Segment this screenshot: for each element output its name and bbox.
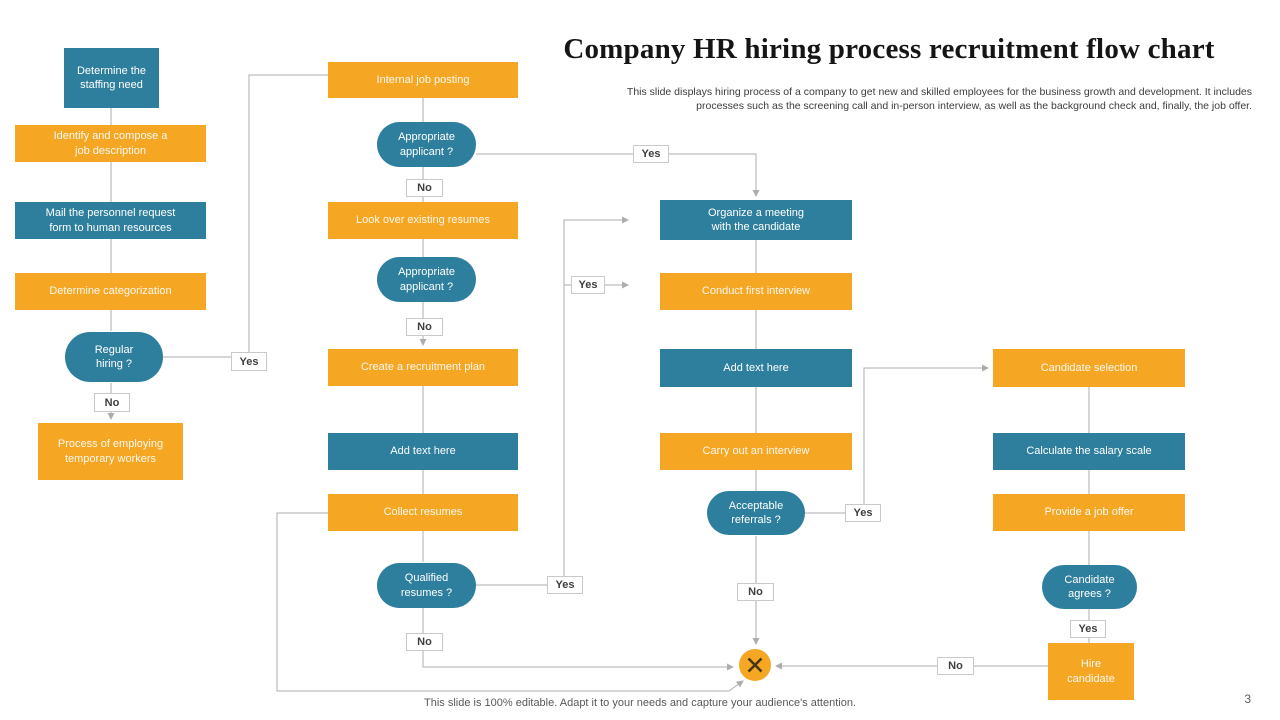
node-create-recruitment-plan: Create a recruitment plan <box>328 349 518 386</box>
node-mail-personnel-request: Mail the personnel request form to human… <box>15 202 206 239</box>
decision-label-hire-candidate-no: No <box>937 657 974 675</box>
node-appropriate-applicant-1: Appropriate applicant ? <box>377 122 476 167</box>
decision-label-appropriate-applicant-1-no: No <box>406 179 443 197</box>
connector-line <box>422 608 734 671</box>
node-candidate-agrees: Candidate agrees ? <box>1042 565 1137 609</box>
node-look-over-existing-resumes: Look over existing resumes <box>328 202 518 239</box>
connector-line <box>476 153 760 197</box>
node-candidate-selection: Candidate selection <box>993 349 1185 387</box>
end-terminator <box>739 649 771 681</box>
node-label: Internal job posting <box>376 73 470 86</box>
node-label: Identify and compose a job description <box>53 130 168 157</box>
node-appropriate-applicant-2: Appropriate applicant ? <box>377 257 476 302</box>
decision-label-conduct-interview-yes: Yes <box>571 276 605 294</box>
page-number: 3 <box>1244 692 1251 706</box>
node-add-text-here-1: Add text here <box>328 433 518 470</box>
x-mark-icon <box>739 649 771 681</box>
connector-line <box>476 216 629 586</box>
node-label: Add text here <box>390 445 456 458</box>
node-qualified-resumes: Qualified resumes ? <box>377 563 476 608</box>
node-label: Collect resumes <box>383 506 463 519</box>
node-internal-job-posting: Internal job posting <box>328 62 518 98</box>
node-label: Conduct first interview <box>701 285 811 298</box>
decision-label-qualified-resumes-no: No <box>406 633 443 651</box>
slide-footer-note: This slide is 100% editable. Adapt it to… <box>424 697 856 709</box>
decision-label-acceptable-referrals-yes: Yes <box>845 504 881 522</box>
node-label: Create a recruitment plan <box>360 361 486 374</box>
node-determine-staffing-need: Determine the staffing need <box>64 48 159 108</box>
node-label: Organize a meeting with the candidate <box>708 206 804 233</box>
connector-line <box>804 364 989 514</box>
node-label: Qualified resumes ? <box>400 572 453 599</box>
node-label: Regular hiring ? <box>94 343 134 370</box>
decision-label-appropriate-applicant-1-yes: Yes <box>633 145 669 163</box>
node-acceptable-referrals: Acceptable referrals ? <box>707 491 805 535</box>
node-carry-out-interview: Carry out an interview <box>660 433 852 470</box>
node-label: Hire candidate <box>1067 658 1115 685</box>
decision-label-regular-hiring-no: No <box>94 393 130 412</box>
node-label: Appropriate applicant ? <box>398 266 455 293</box>
slide-subtitle: This slide displays hiring process of a … <box>626 86 1252 113</box>
slide-title: Company HR hiring process recruitment fl… <box>563 33 1215 65</box>
node-label: Process of employing temporary workers <box>57 438 164 465</box>
node-conduct-first-interview: Conduct first interview <box>660 273 852 310</box>
node-label: Add text here <box>723 361 789 374</box>
node-identify-compose-job-description: Identify and compose a job description <box>15 125 206 162</box>
decision-label-acceptable-referrals-no: No <box>737 583 774 601</box>
node-regular-hiring: Regular hiring ? <box>65 332 163 382</box>
decision-label-candidate-agrees-yes: Yes <box>1070 620 1106 638</box>
node-label: Provide a job offer <box>1044 506 1134 519</box>
node-label: Determine the staffing need <box>76 64 147 91</box>
node-label: Appropriate applicant ? <box>398 131 455 158</box>
node-provide-job-offer: Provide a job offer <box>993 494 1185 531</box>
node-determine-categorization: Determine categorization <box>15 273 206 310</box>
node-organize-meeting: Organize a meeting with the candidate <box>660 200 852 240</box>
node-hire-candidate: Hire candidate <box>1048 643 1134 700</box>
decision-label-regular-hiring-yes: Yes <box>231 352 267 371</box>
node-label: Acceptable referrals ? <box>728 499 784 526</box>
node-label: Mail the personnel request form to human… <box>45 207 176 234</box>
node-collect-resumes: Collect resumes <box>328 494 518 531</box>
node-process-temporary-workers: Process of employing temporary workers <box>38 423 183 480</box>
node-label: Calculate the salary scale <box>1026 445 1152 458</box>
node-calculate-salary-scale: Calculate the salary scale <box>993 433 1185 470</box>
decision-label-appropriate-applicant-2-no: No <box>406 318 443 336</box>
node-label: Candidate selection <box>1040 361 1138 374</box>
decision-label-qualified-resumes-yes: Yes <box>547 576 583 594</box>
node-label: Determine categorization <box>49 285 172 298</box>
connector-line <box>163 74 328 358</box>
node-add-text-here-2: Add text here <box>660 349 852 387</box>
node-label: Carry out an interview <box>702 445 810 458</box>
connector-line <box>276 512 744 692</box>
node-label: Look over existing resumes <box>356 214 490 227</box>
node-label: Candidate agrees ? <box>1064 573 1115 600</box>
